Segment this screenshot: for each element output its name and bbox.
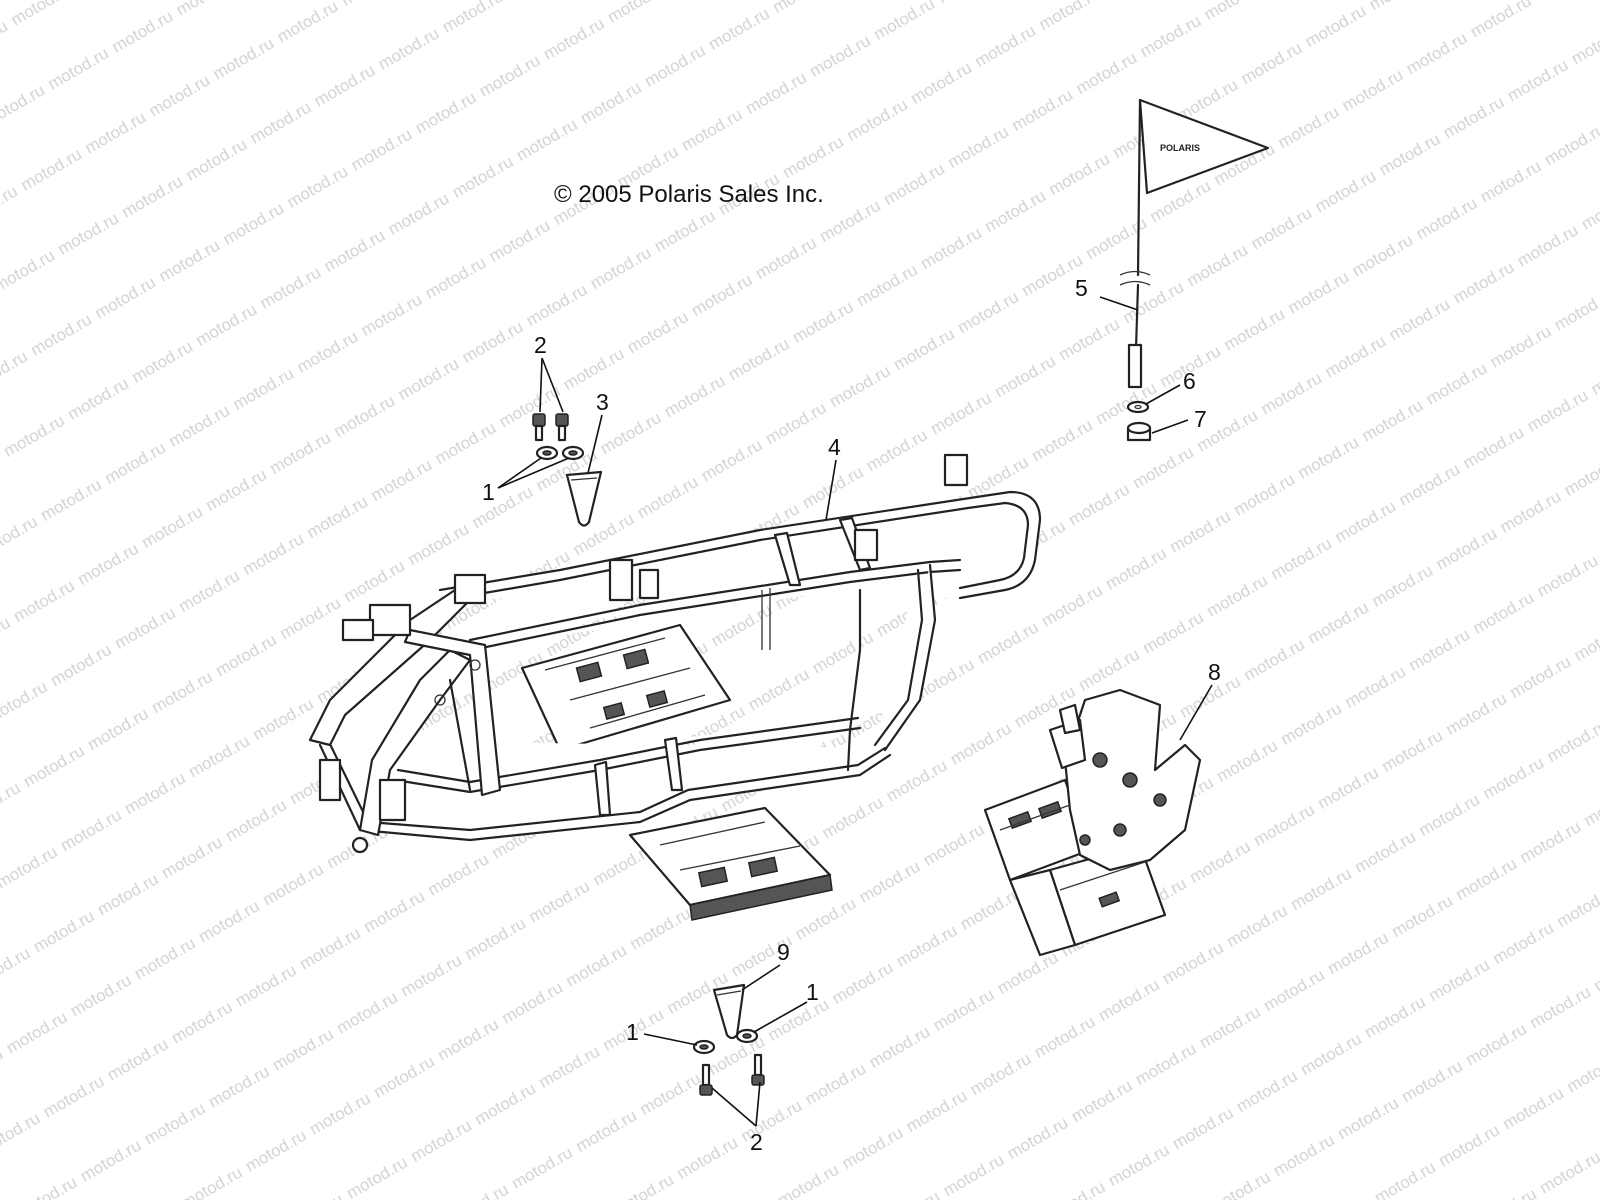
reflector-part-3 bbox=[565, 470, 603, 527]
callout-2-upper: 2 bbox=[534, 332, 547, 358]
washer-part-1-lower-right bbox=[735, 1028, 759, 1044]
flag-text: POLARIS bbox=[1160, 143, 1200, 153]
copyright-text: © 2005 Polaris Sales Inc. bbox=[554, 181, 824, 208]
bolt-part-2-lower-left bbox=[699, 1063, 713, 1096]
callout-5: 5 bbox=[1075, 275, 1088, 301]
callout-4: 4 bbox=[828, 434, 841, 460]
leader-lines bbox=[497, 296, 1213, 1127]
washer-part-1-lower-left bbox=[692, 1039, 716, 1055]
callout-1-lower-right: 1 bbox=[806, 979, 819, 1005]
callout-9: 9 bbox=[777, 939, 790, 965]
reflector-part-9 bbox=[712, 983, 746, 1040]
bolt-part-2-upper-left bbox=[532, 413, 546, 442]
nut-part-7 bbox=[1126, 421, 1152, 442]
callout-1-lower-left: 1 bbox=[626, 1019, 639, 1045]
callout-6: 6 bbox=[1183, 368, 1196, 394]
callout-labels: 2 3 1 4 5 6 7 8 9 1 1 2 bbox=[482, 275, 1221, 1155]
washer-part-1-upper-left bbox=[535, 445, 559, 461]
callout-7: 7 bbox=[1194, 406, 1207, 432]
bracket-assembly-part-8 bbox=[983, 688, 1202, 957]
washer-part-6 bbox=[1126, 400, 1150, 414]
frame-part-4 bbox=[308, 453, 1042, 921]
bolt-part-2-upper-right bbox=[555, 413, 569, 442]
callout-3: 3 bbox=[596, 389, 609, 415]
callout-8: 8 bbox=[1208, 659, 1221, 685]
callout-1-upper: 1 bbox=[482, 479, 495, 505]
callout-2-lower: 2 bbox=[750, 1129, 763, 1155]
flag-part-5: POLARIS bbox=[1119, 98, 1270, 389]
bolt-part-2-lower-right bbox=[751, 1053, 765, 1086]
washer-part-1-upper-right bbox=[561, 445, 585, 461]
